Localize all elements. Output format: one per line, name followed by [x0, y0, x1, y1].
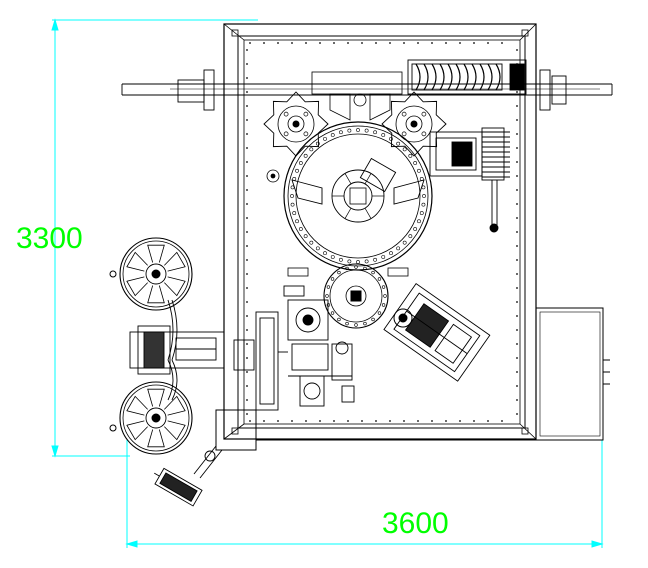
width-dimension-label: 3600: [382, 507, 449, 540]
height-dim-arrow-top: [51, 18, 59, 31]
conveyor: [121, 69, 613, 111]
height-dimension-label: 3300: [16, 222, 83, 255]
screw-feeder: [407, 59, 527, 95]
frame-bottom-plinth: [215, 409, 257, 451]
dimension-lines: [51, 18, 604, 548]
frame-outer: [223, 23, 537, 440]
width-dim-arrow-right: [591, 540, 604, 548]
main-frame: [215, 23, 537, 451]
frame-plate: [243, 39, 521, 425]
bottom-left-nozzle: [154, 445, 223, 507]
star-wheel-left: [263, 91, 329, 157]
drive-motor: [429, 127, 510, 233]
frame-rivets: [246, 42, 518, 422]
reel-top: [109, 237, 193, 311]
star-wheel-right: [381, 91, 447, 157]
frame-inner: [237, 35, 526, 429]
height-dim-arrow-bottom: [51, 445, 59, 458]
width-dim-arrow-left: [125, 540, 138, 548]
lower-left-mechanism: [233, 285, 355, 411]
capping-spindle: [393, 308, 413, 328]
lower-turret: [323, 263, 389, 329]
right-cabinet: [535, 307, 610, 441]
small-parts: [266, 71, 409, 277]
reel-bottom: [109, 381, 193, 455]
central-turret: [283, 121, 433, 271]
left-feed-unit: [129, 299, 225, 401]
capping-head: [383, 283, 491, 382]
